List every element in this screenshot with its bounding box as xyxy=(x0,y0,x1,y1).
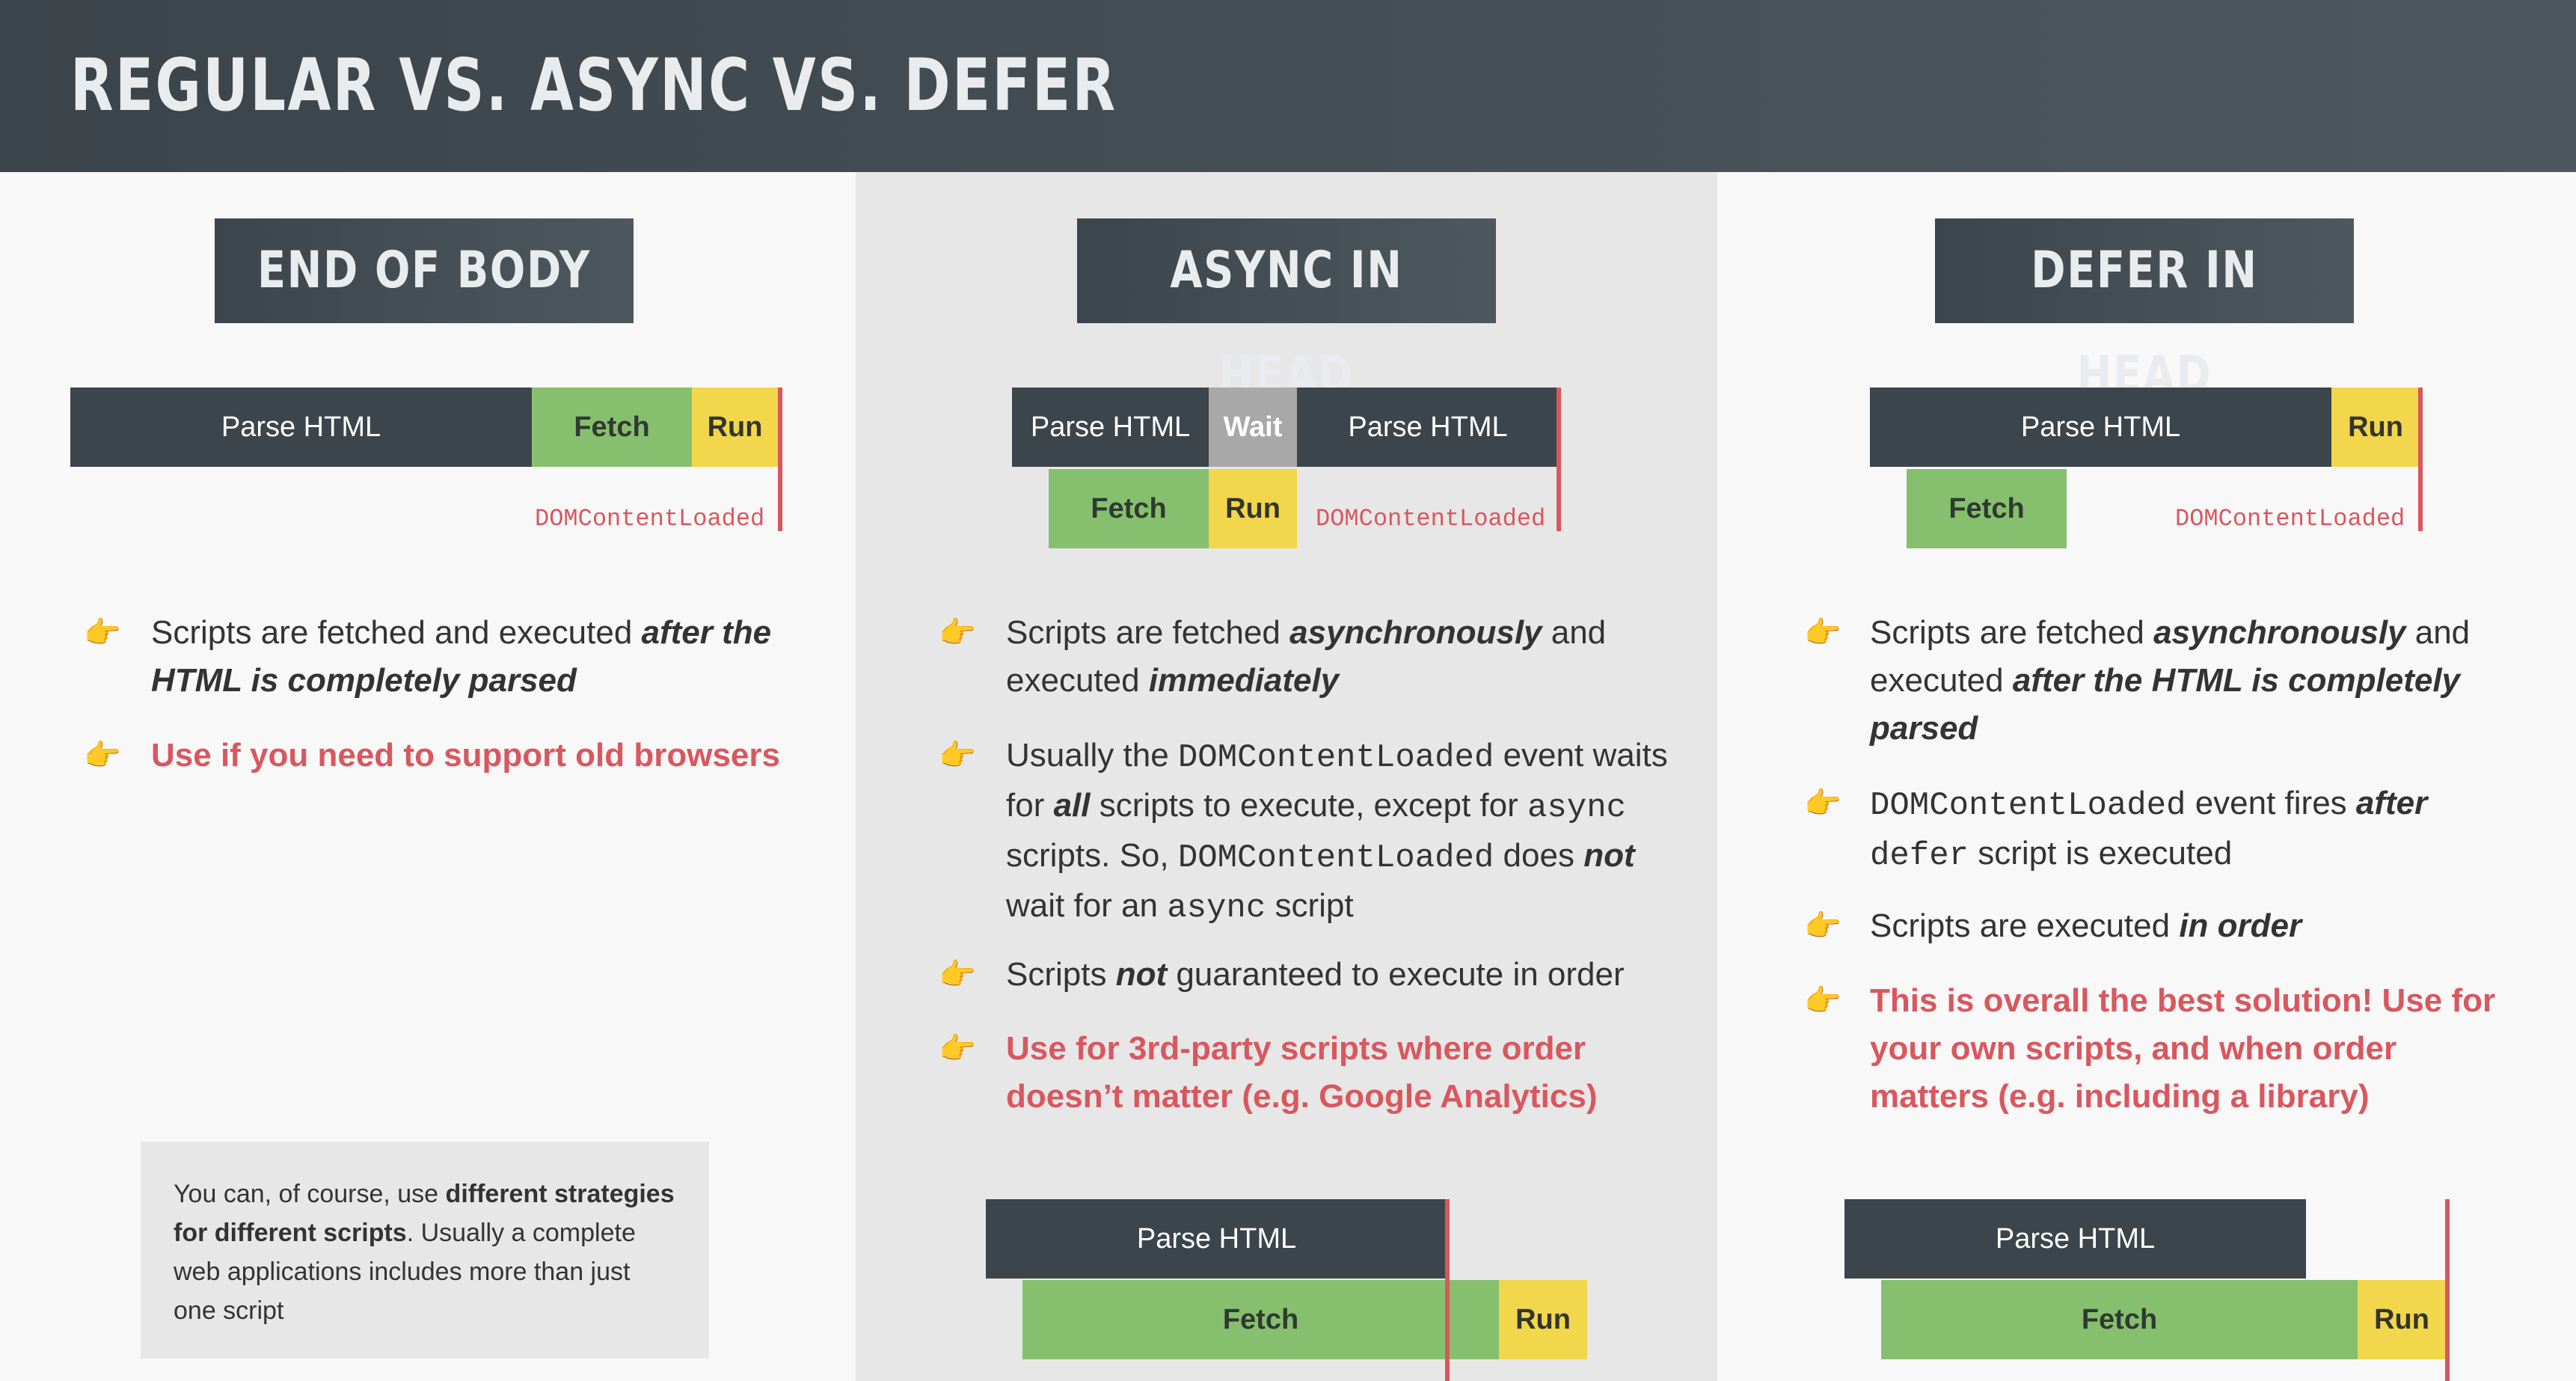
timeline-parse-html: Parse HTML xyxy=(1297,388,1559,467)
pointing-hand-icon: 👉 xyxy=(939,1032,976,1065)
strategy-note: You can, of course, use different strate… xyxy=(141,1142,709,1359)
timeline-parse-html: Parse HTML xyxy=(1012,388,1209,467)
timeline-run: Run xyxy=(2358,1280,2446,1359)
bullet-text: Scripts not guaranteed to execute in ord… xyxy=(1006,956,1625,993)
timeline-fetch: Fetch xyxy=(532,388,692,467)
slide-header: REGULAR VS. ASYNC VS. DEFER xyxy=(0,0,2576,172)
timeline-fetch: Fetch xyxy=(1049,469,1209,548)
timeline-run: Run xyxy=(1499,1280,1587,1359)
domcontentloaded-marker xyxy=(1445,1199,1450,1381)
bullet-text: Scripts are fetched asynchronously and e… xyxy=(1870,614,2471,747)
timeline-run: Run xyxy=(692,388,778,467)
slide-title: REGULAR VS. ASYNC VS. DEFER xyxy=(70,43,1117,127)
domcontentloaded-marker xyxy=(2418,388,2423,531)
pointing-hand-icon: 👉 xyxy=(939,616,976,649)
domcontentloaded-label: DOMContentLoaded xyxy=(535,505,765,533)
timeline-wait: Wait xyxy=(1209,388,1297,467)
pointing-hand-icon: 👉 xyxy=(1804,985,1841,1017)
bullet-recommendation: This is overall the best solution! Use f… xyxy=(1870,982,2496,1115)
pointing-hand-icon: 👉 xyxy=(1804,616,1841,649)
timeline-fetch: Fetch xyxy=(1022,1280,1499,1359)
bullet-text: Scripts are fetched asynchronously and e… xyxy=(1006,614,1607,699)
pointing-hand-icon: 👉 xyxy=(939,958,976,991)
timeline-parse-html: Parse HTML xyxy=(1870,388,2331,467)
timeline-parse-html: Parse HTML xyxy=(70,388,532,467)
heading-end-of-body: END OF BODY xyxy=(215,218,634,323)
pointing-hand-icon: 👉 xyxy=(84,616,121,649)
domcontentloaded-label: DOMContentLoaded xyxy=(1316,505,1546,533)
timeline-parse-html: Parse HTML xyxy=(986,1199,1447,1279)
heading-async-in-head: ASYNC IN HEAD xyxy=(1077,218,1496,405)
pointing-hand-icon: 👉 xyxy=(939,739,976,772)
bullet-text: Scripts are fetched and executed after t… xyxy=(151,614,772,699)
bullet-text: Scripts are executed in order xyxy=(1870,907,2302,944)
domcontentloaded-marker xyxy=(2445,1199,2450,1381)
timeline-fetch: Fetch xyxy=(1881,1280,2358,1359)
timeline-fetch: Fetch xyxy=(1907,469,2067,548)
timeline-parse-html: Parse HTML xyxy=(1844,1199,2306,1279)
pointing-hand-icon: 👉 xyxy=(1804,787,1841,820)
column-async-in-head xyxy=(856,172,1717,1381)
pointing-hand-icon: 👉 xyxy=(84,739,121,772)
domcontentloaded-marker xyxy=(778,388,782,531)
domcontentloaded-marker xyxy=(1557,388,1561,531)
domcontentloaded-label: DOMContentLoaded xyxy=(2175,505,2405,533)
bullet-recommendation: Use if you need to support old browsers xyxy=(151,737,780,774)
bullet-recommendation: Use for 3rd-party scripts where order do… xyxy=(1006,1030,1598,1115)
bullet-text: Usually the DOMContentLoaded event waits… xyxy=(1006,737,1668,927)
column-defer-in-head xyxy=(1717,172,2576,1381)
pointing-hand-icon: 👉 xyxy=(1804,910,1841,943)
timeline-run: Run xyxy=(2331,388,2420,467)
timeline-run: Run xyxy=(1209,469,1297,548)
heading-defer-in-head: DEFER IN HEAD xyxy=(1935,218,2354,405)
